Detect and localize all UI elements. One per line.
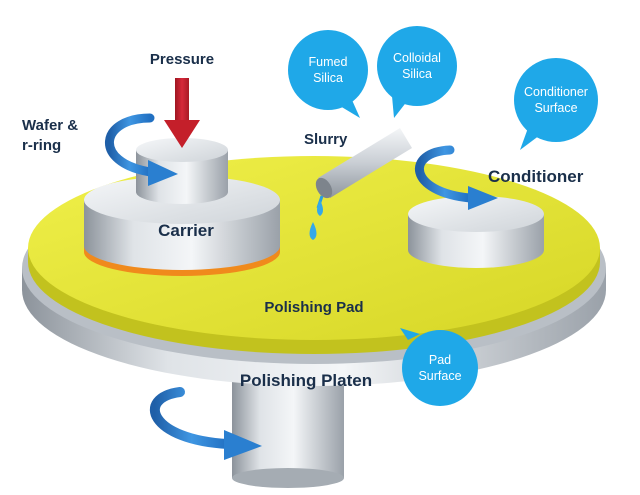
fumed-silica-bubble: Fumed Silica — [288, 30, 368, 118]
platen-rotation-arrow — [149, 387, 262, 460]
wafer-label-line1: Wafer & — [22, 117, 78, 134]
pad-surface-line2: Surface — [418, 369, 461, 383]
polishing-platen-label: Polishing Platen — [240, 371, 372, 390]
slurry-label: Slurry — [304, 131, 348, 148]
wafer-label-line2: r-ring — [22, 137, 61, 154]
fumed-silica-line1: Fumed — [309, 55, 348, 69]
conditioner-surface-line2: Surface — [534, 101, 577, 115]
wafer-rotation-arrow — [105, 113, 178, 186]
colloidal-silica-line1: Colloidal — [393, 51, 441, 65]
pressure-arrow — [164, 78, 200, 148]
conditioner-surface-line1: Conditioner — [524, 85, 588, 99]
polishing-pad-label: Polishing Pad — [264, 299, 363, 316]
colloidal-silica-line2: Silica — [402, 67, 432, 81]
conditioner — [408, 196, 544, 268]
pressure-label: Pressure — [150, 51, 214, 68]
pad-surface-line1: Pad — [429, 353, 451, 367]
conditioner-rotation-arrow — [414, 145, 498, 210]
carrier-label: Carrier — [158, 221, 214, 240]
carrier — [84, 138, 280, 276]
fumed-silica-line2: Silica — [313, 71, 343, 85]
slurry-drops — [309, 200, 323, 240]
conditioner-surface-bubble: Conditioner Surface — [514, 58, 598, 150]
conditioner-label: Conditioner — [488, 167, 584, 186]
platen-shaft — [232, 378, 344, 488]
pad-surface-bubble: Pad Surface — [400, 328, 478, 406]
colloidal-silica-bubble: Colloidal Silica — [377, 26, 457, 118]
